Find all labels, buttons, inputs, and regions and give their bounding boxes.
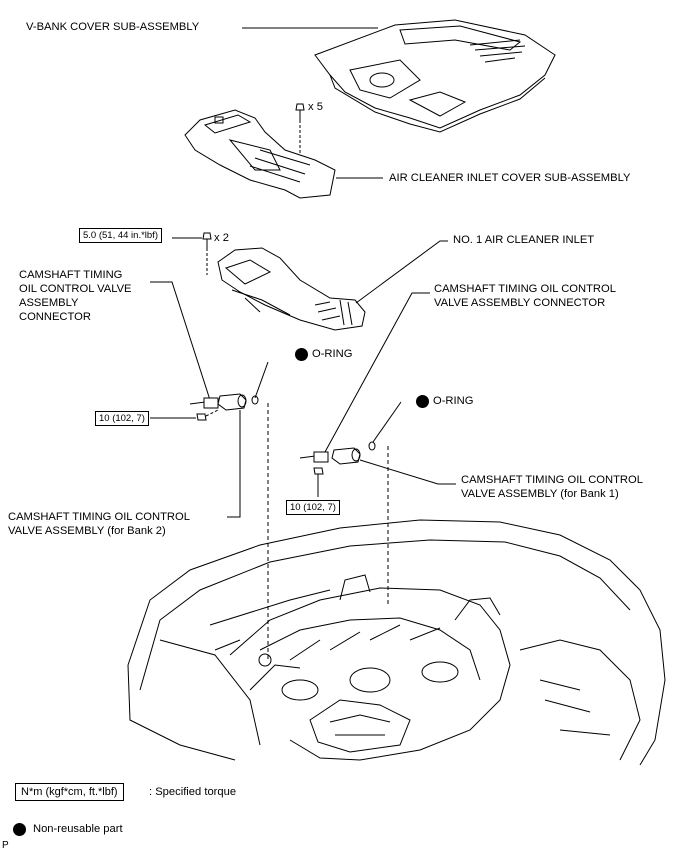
bolt-inlet [202,232,212,275]
valve-bank2-leader [227,410,241,518]
torque-bank1-box: 10 (102, 7) [286,500,340,515]
connector-bank2-leader [150,281,211,401]
torque-inlet-box: 5.0 (51, 44 in.*lbf) [79,228,162,243]
oring-right-label: O-RING [433,395,474,407]
connector-bank2-label-2: OIL CONTROL VALVE [19,283,132,295]
nonreusable-marker-right [416,395,429,408]
valve-bank2-label-1: CAMSHAFT TIMING OIL CONTROL [8,511,190,523]
legend-torque-box: N*m (kgf*cm, ft.*lbf) [15,783,124,801]
vbank-cover-label: V-BANK COVER SUB-ASSEMBLY [26,21,200,33]
valve-bank2-label-2: VALVE ASSEMBLY (for Bank 2) [8,525,166,537]
legend-nonreusable-marker [13,823,26,836]
valve-bank1-leader [359,459,456,485]
air-cleaner-inlet-drawing [217,247,366,331]
corner-code: P [2,840,9,851]
connector-bank1-label-2: VALVE ASSEMBLY CONNECTOR [434,297,606,309]
connector-bank2-label-3: ASSEMBLY [19,297,79,309]
oring-right-leader [372,401,402,443]
nonreusable-marker-left [295,348,308,361]
legend-torque-desc: : Specified torque [149,786,237,798]
bolt-cover [295,103,305,185]
engine-bay-drawing [127,519,666,766]
air-cleaner-inlet-cover-label: AIR CLEANER INLET COVER SUB-ASSEMBLY [389,172,631,184]
air-cleaner-inlet-label: NO. 1 AIR CLEANER INLET [453,234,595,246]
connector-bank2-label-4: CONNECTOR [19,311,91,323]
connector-bank1-leader [324,292,430,453]
vbank-cover-drawing [314,19,556,133]
oring-left-label: O-RING [312,348,353,360]
valve-bank2-drawing [189,393,259,421]
torque-bank2-box: 10 (102, 7) [95,411,149,426]
valve-bank1-drawing [299,441,376,497]
connector-bank1-label-1: CAMSHAFT TIMING OIL CONTROL [434,283,616,295]
valve-bank1-label-2: VALVE ASSEMBLY (for Bank 1) [461,488,619,500]
inlet-leader [355,240,448,304]
air-cleaner-inlet-cover-drawing [184,109,336,199]
bolt-cover-qty: x 5 [308,101,323,113]
bolt-inlet-qty: x 2 [214,232,229,244]
valve-bank1-label-1: CAMSHAFT TIMING OIL CONTROL [461,474,643,486]
legend-nonreusable-label: Non-reusable part [33,823,123,835]
connector-bank2-label-1: CAMSHAFT TIMING [19,269,123,281]
oring-left-leader [254,361,269,399]
